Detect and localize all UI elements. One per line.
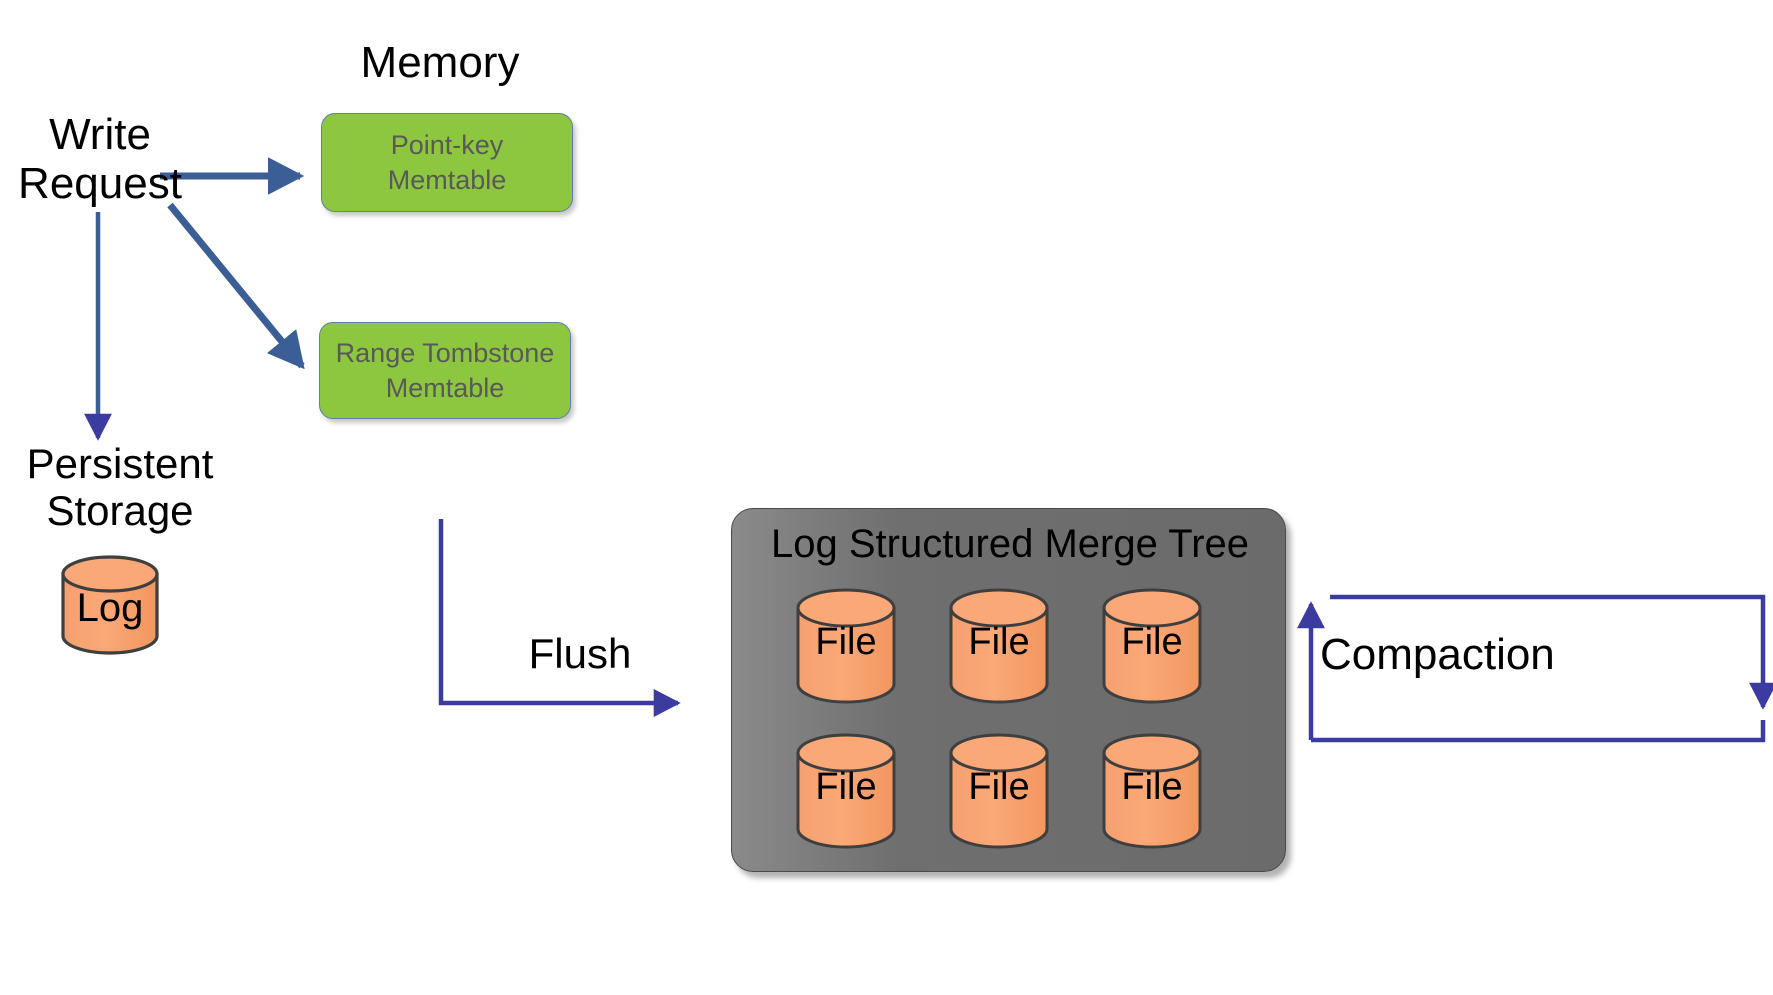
- persistent-storage-label: Persistent Storage: [26, 440, 214, 535]
- file-cylinder-6-label: File: [1121, 766, 1183, 808]
- file-cylinder-1-label: File: [815, 621, 877, 663]
- file-cylinder-5-label: File: [968, 766, 1030, 808]
- write-request-label: Write Request: [18, 110, 182, 209]
- range-tombstone-memtable[interactable]: Range Tombstone Memtable: [319, 322, 571, 419]
- file-cylinder-4-label: File: [815, 766, 877, 808]
- file-cylinder-3-label: File: [1121, 621, 1183, 663]
- log-cylinder-label: Log: [76, 586, 144, 630]
- memory-label: Memory: [360, 38, 520, 87]
- file-cylinder-2-label: File: [968, 621, 1030, 663]
- write-to-range-tombstone-arrow: [167, 202, 305, 370]
- lsm-tree-title: Log Structured Merge Tree: [770, 522, 1250, 566]
- range-tombstone-memtable-label: Range Tombstone Memtable: [335, 337, 555, 403]
- point-key-memtable[interactable]: Point-key Memtable: [321, 113, 573, 212]
- point-key-memtable-label: Point-key Memtable: [387, 129, 507, 195]
- compaction-label: Compaction: [1320, 630, 1555, 679]
- flush-label: Flush: [528, 630, 632, 677]
